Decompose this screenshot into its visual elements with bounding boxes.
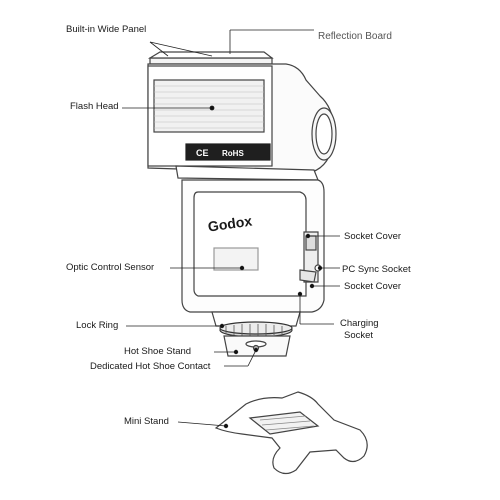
flash-head-illustration bbox=[147, 51, 337, 181]
flash-body-illustration bbox=[181, 179, 325, 357]
ce-mark: CE bbox=[196, 148, 209, 158]
label-mini-stand: Mini Stand bbox=[124, 416, 169, 427]
label-socket-cover-bottom: Socket Cover bbox=[344, 281, 402, 292]
label-hot-shoe-stand: Hot Shoe Stand bbox=[124, 346, 192, 357]
label-built-in-wide-panel: Built-in Wide Panel bbox=[66, 24, 147, 35]
label-lock-ring: Lock Ring bbox=[76, 320, 119, 331]
leader-lines bbox=[122, 29, 340, 429]
brand-logo: Godox bbox=[207, 213, 253, 235]
label-optic-control-sensor: Optic Control Sensor bbox=[66, 262, 155, 273]
label-charging-socket-1: Charging bbox=[340, 318, 379, 329]
mini-stand-illustration bbox=[214, 391, 368, 475]
label-flash-head: Flash Head bbox=[70, 101, 119, 112]
label-reflection-board: Reflection Board bbox=[318, 31, 392, 42]
label-charging-socket-2: Socket bbox=[344, 330, 374, 341]
label-pc-sync-socket: PC Sync Socket bbox=[342, 264, 411, 275]
label-dedicated-hot-shoe-contact: Dedicated Hot Shoe Contact bbox=[90, 361, 211, 372]
rohs-mark: RoHS bbox=[222, 149, 244, 158]
label-socket-cover-top: Socket Cover bbox=[344, 231, 402, 242]
